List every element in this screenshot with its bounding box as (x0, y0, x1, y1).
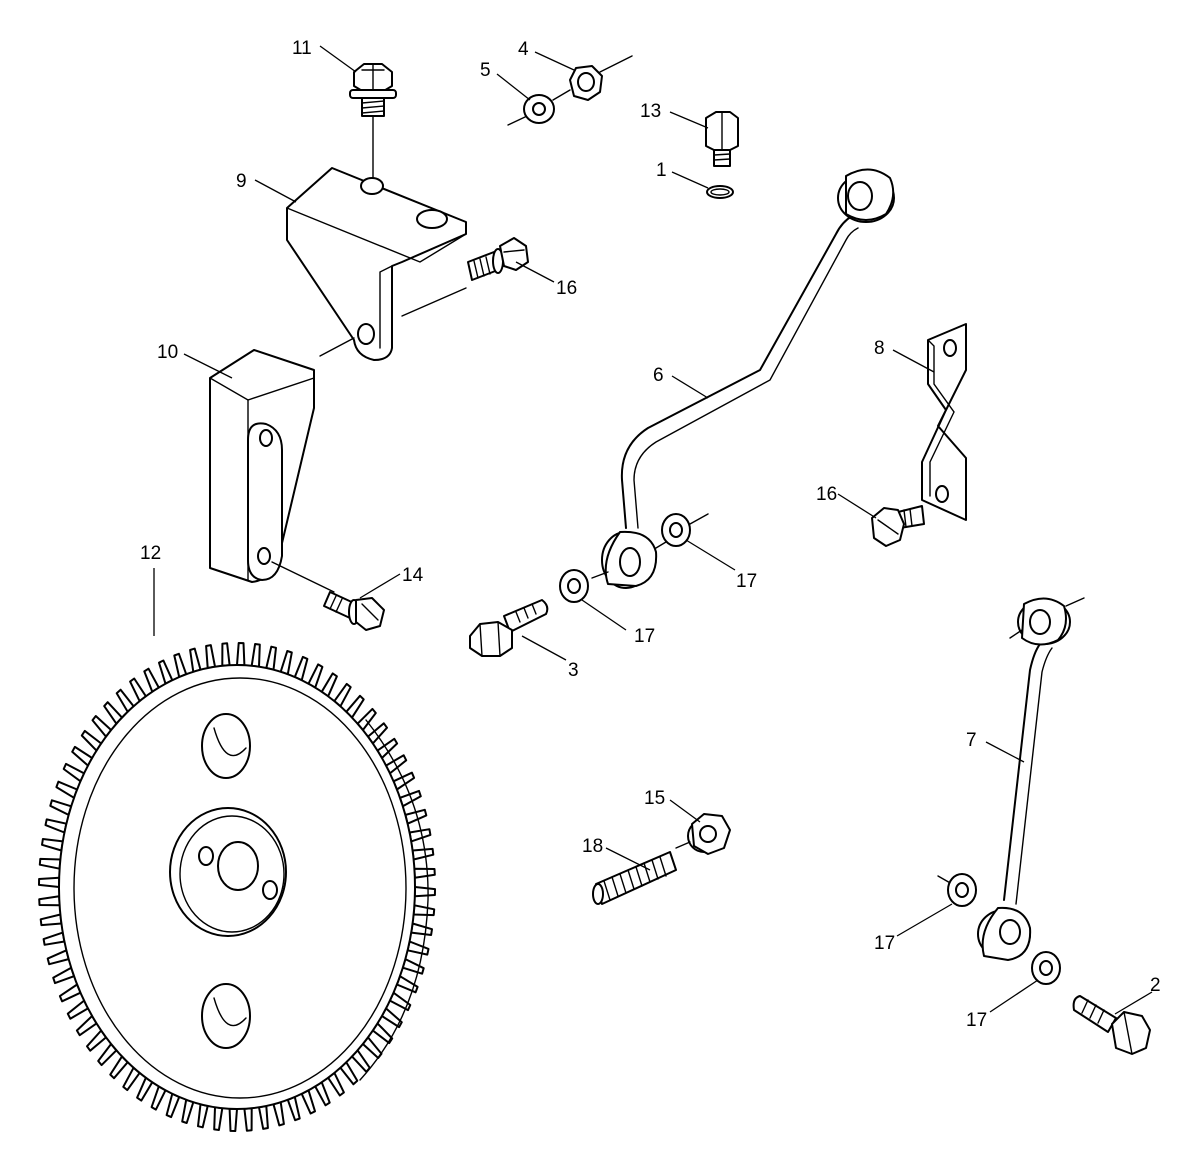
part-11-flange-bolt (349, 63, 397, 179)
part-4-hex-nut (552, 55, 633, 101)
callout-12: 12 (140, 543, 161, 564)
part-12-gear (38, 642, 436, 1132)
part-6-pipe (591, 168, 895, 589)
part-17-washer-a (661, 513, 709, 547)
callout-7: 7 (966, 730, 977, 751)
gear-tooth (243, 1107, 253, 1132)
part-17-washer-c (937, 873, 977, 907)
gear-tooth (412, 904, 436, 917)
gear-tooth (221, 642, 231, 667)
gear-tooth (408, 828, 432, 843)
callout-14: 14 (402, 565, 424, 586)
gear-tooth (250, 643, 261, 668)
gear-tooth (406, 940, 430, 956)
callout-4: 4 (518, 39, 529, 60)
callout-2: 2 (1150, 975, 1161, 996)
callout-labels: 11 4 5 13 1 9 16 10 6 8 16 12 14 17 17 3… (140, 38, 1161, 1031)
gear-tooth (279, 650, 293, 676)
callout-16-upper: 16 (556, 278, 577, 299)
callout-1: 1 (656, 160, 667, 181)
part-8-strap-bracket (921, 323, 967, 521)
part-17-washer-d (1031, 951, 1061, 985)
part-10-spacer-block (209, 349, 335, 593)
gear-tooth (272, 1101, 285, 1127)
part-9-angle-bracket (286, 167, 467, 361)
gear-tooth (38, 857, 62, 870)
leader-lines (153, 45, 1153, 1015)
gear-tooth (413, 886, 436, 898)
callout-18: 18 (582, 836, 603, 857)
part-17-washer-b (559, 569, 589, 603)
part-15-flange-nut (675, 813, 731, 855)
gear-tooth (411, 847, 435, 861)
gear-tooth (181, 1098, 195, 1124)
callout-15: 15 (644, 788, 665, 809)
callout-9: 9 (236, 171, 247, 192)
part-5-washer (507, 94, 555, 126)
part-14-flange-bolt (323, 591, 385, 631)
callout-3: 3 (568, 660, 579, 681)
part-7-pipe (977, 597, 1085, 961)
callout-17-d: 17 (966, 1010, 987, 1031)
gear-tooth (41, 838, 64, 852)
gear-tooth (213, 1106, 224, 1131)
part-16-flange-bolt-lower (871, 505, 925, 547)
gear-tooth (228, 1107, 238, 1132)
gear-tooth (44, 818, 68, 834)
gear-tooth (189, 647, 202, 673)
part-2-hex-bolt (1072, 995, 1151, 1055)
callout-6: 6 (653, 365, 664, 386)
callout-8: 8 (874, 338, 885, 359)
gear-tooth (39, 913, 63, 927)
gear-tooth (205, 644, 216, 669)
part-3-hex-bolt (469, 599, 549, 657)
gear-tooth (413, 867, 436, 879)
gear-tooth (293, 655, 309, 682)
callout-17-a: 17 (736, 571, 757, 592)
gear-tooth (258, 1105, 269, 1130)
callout-5: 5 (480, 60, 491, 81)
gear-tooth (38, 895, 61, 907)
part-1-o-ring (706, 185, 734, 199)
gear-tooth (265, 645, 277, 671)
callout-17-b: 17 (634, 626, 655, 647)
gear-tooth (236, 642, 246, 667)
callout-10: 10 (157, 342, 178, 363)
part-13-adapter-fitting (705, 111, 739, 167)
gear-tooth (42, 931, 66, 946)
part-18-stud (592, 851, 677, 905)
gear-tooth (286, 1096, 301, 1122)
callout-17-c: 17 (874, 933, 895, 954)
gear-tooth (49, 799, 73, 816)
gear-tooth (173, 652, 188, 678)
part-16-flange-bolt-upper (467, 237, 529, 281)
callout-16-lower: 16 (816, 484, 837, 505)
gear-tooth (38, 876, 61, 888)
callout-11: 11 (292, 38, 312, 59)
gear-tooth (410, 922, 433, 936)
gear-tooth (197, 1103, 209, 1129)
callout-13: 13 (640, 101, 661, 122)
gear-tooth (165, 1092, 181, 1119)
gear-tooth (46, 949, 70, 966)
